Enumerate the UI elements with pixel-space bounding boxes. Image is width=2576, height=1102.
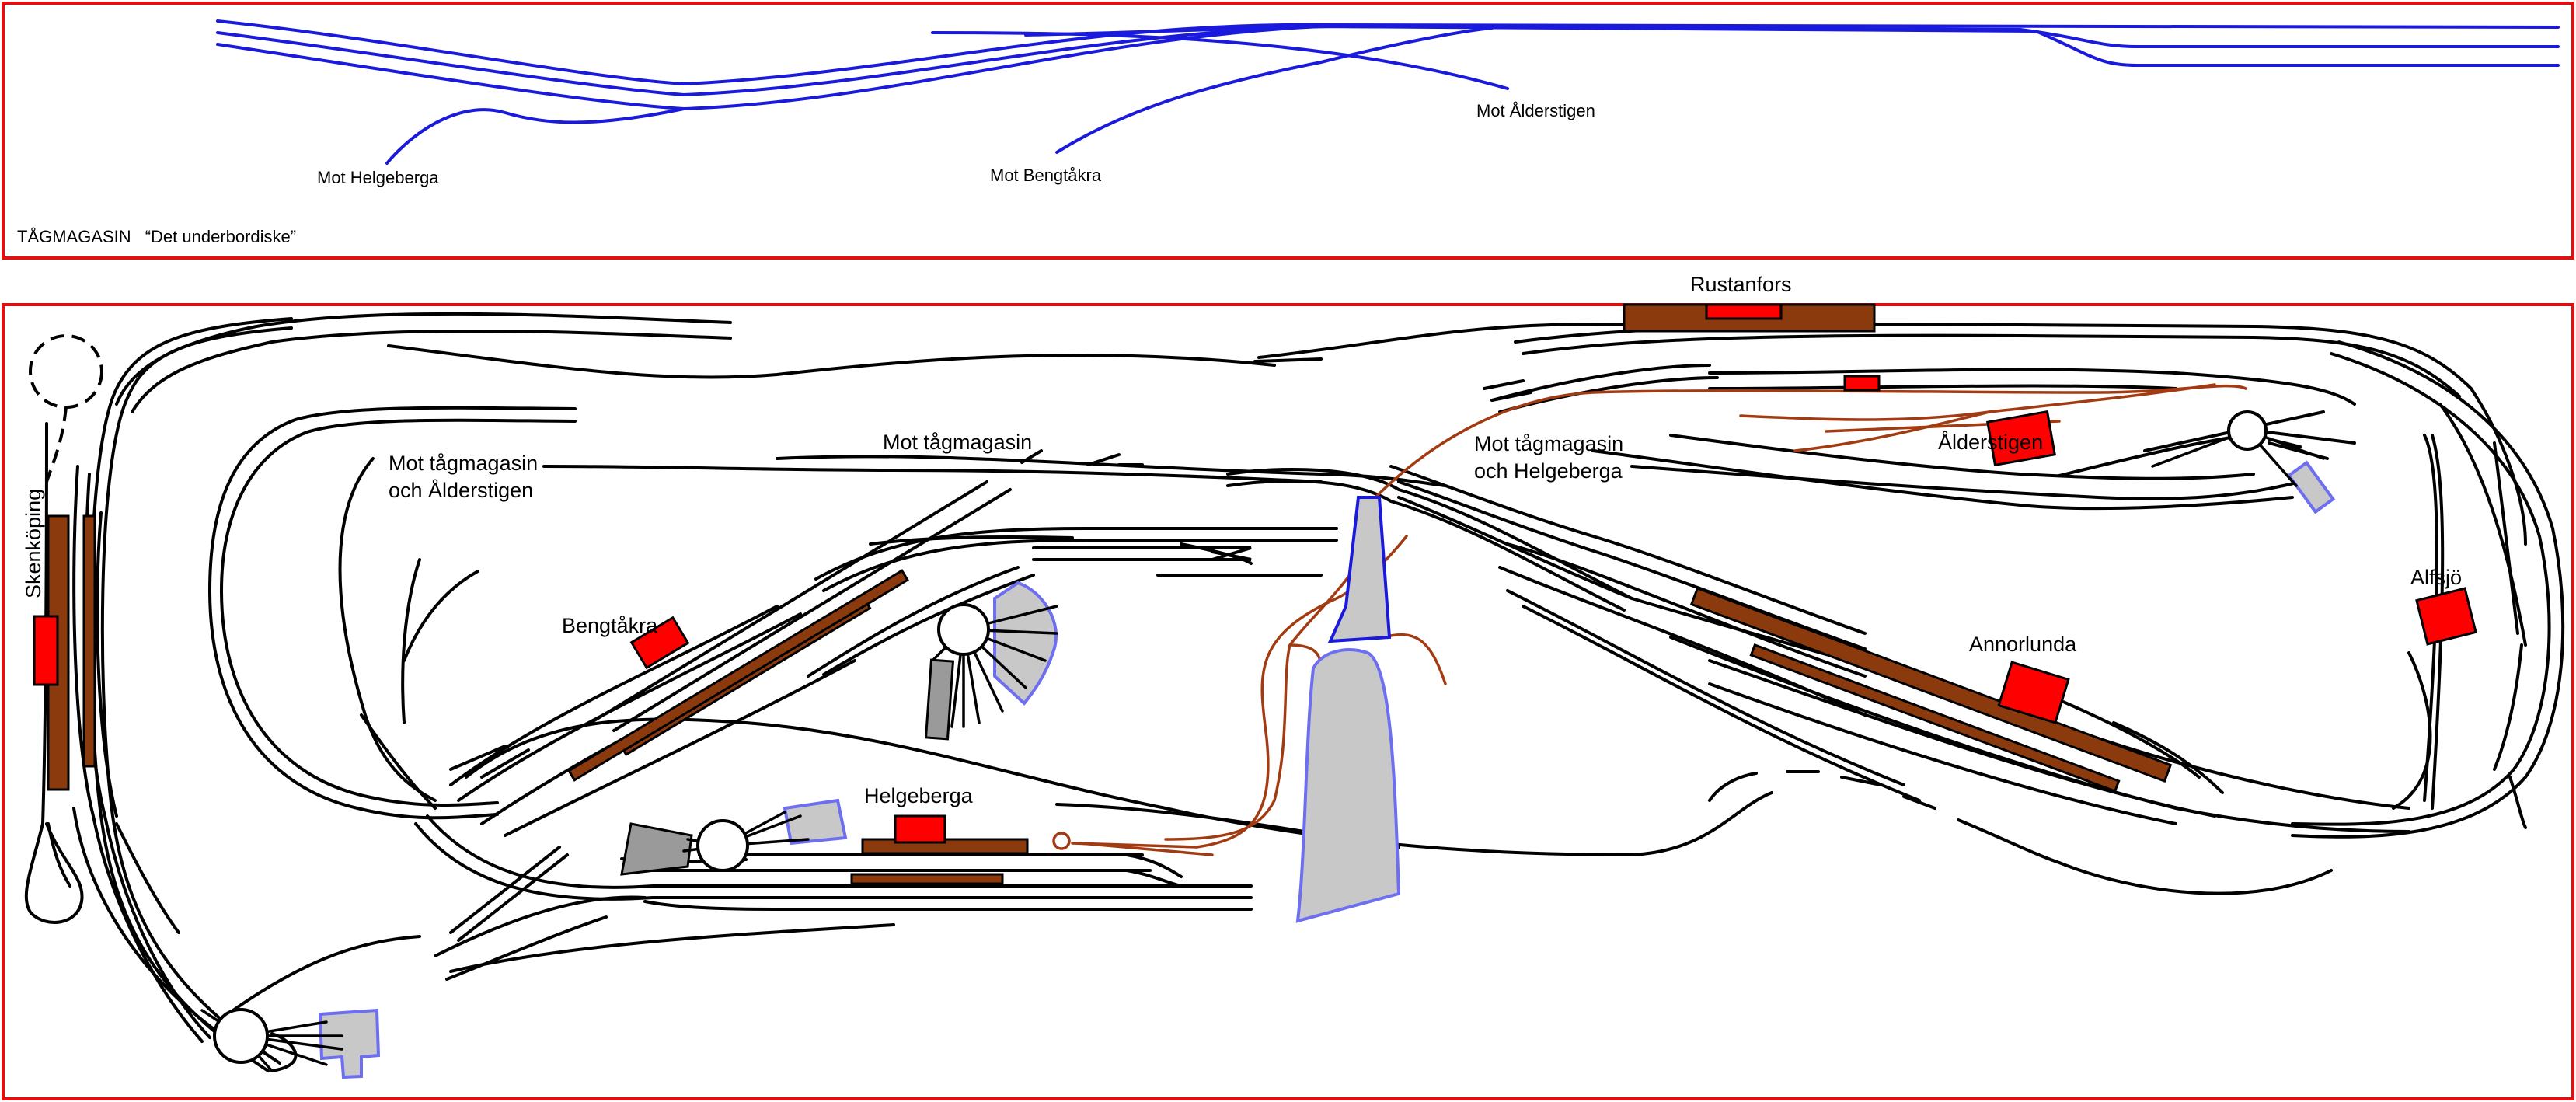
building-helgeberga bbox=[894, 814, 946, 844]
label-bengtakra: Bengtåkra bbox=[562, 614, 658, 637]
turntable-helgeberga-pit bbox=[696, 819, 749, 872]
left-return-loop bbox=[24, 406, 1447, 1072]
label-to-alderstigen: Mot Ålderstigen bbox=[1476, 101, 1595, 120]
label-alderstigen: Ålderstigen bbox=[1938, 430, 2043, 454]
outer-loop-tracks bbox=[89, 312, 2565, 1072]
label-skenkoping: Skenköping bbox=[22, 489, 45, 598]
label-to-storage-alderstigen-1: Mot tågmagasin bbox=[389, 452, 538, 475]
layout-labels: Skenköping Mot tågmagasin och Ålderstige… bbox=[22, 273, 2462, 807]
storage-panel: Mot Ålderstigen Mot Helgeberga Mot Bengt… bbox=[2, 2, 2574, 260]
turntable-helgeberga bbox=[620, 798, 848, 876]
label-to-storage: Mot tågmagasin bbox=[883, 431, 1032, 454]
label-helgeberga: Helgeberga bbox=[864, 784, 974, 807]
bengtakra-tracks bbox=[589, 468, 1633, 732]
storage-tracks bbox=[216, 19, 2560, 165]
narrow-gauge-lines bbox=[1052, 383, 2247, 856]
storage-caption-sub: “Det underbordiske” bbox=[145, 227, 296, 246]
skenkoping-dashed-loop bbox=[29, 334, 103, 483]
annorlunda-tracks bbox=[1389, 465, 2410, 833]
label-rustanfors: Rustanfors bbox=[1690, 273, 1792, 296]
turntable-alderstigen bbox=[2151, 410, 2336, 514]
building-bengtakra bbox=[629, 616, 690, 670]
building-alderstigen bbox=[1985, 410, 2057, 467]
platform-annorlunda-1 bbox=[1689, 586, 2173, 783]
platform-helgeberga-2 bbox=[850, 873, 1004, 885]
alderstigen-tracks bbox=[1253, 357, 2356, 511]
engine-facilities bbox=[200, 410, 2336, 1079]
helgeberga-tracks bbox=[232, 814, 1253, 1012]
storage-caption: TÅGMAGASIN “Det underbordiske” bbox=[17, 227, 296, 246]
turntable-skenkoping-pit bbox=[213, 1008, 269, 1064]
platform-annorlunda-2 bbox=[1749, 643, 2121, 793]
river bbox=[1295, 496, 1401, 923]
turntable-bengtakra-pit bbox=[937, 603, 990, 656]
building-rustanfors-2 bbox=[1843, 375, 1881, 392]
building-skenkoping bbox=[33, 615, 59, 686]
building-alfsjo bbox=[2415, 587, 2477, 646]
label-to-storage-helgeberga-1: Mot tågmagasin bbox=[1474, 432, 1623, 455]
building-rustanfors bbox=[1705, 303, 1783, 320]
storage-panel-frame bbox=[2, 2, 2574, 260]
label-to-helgeberga: Mot Helgeberga bbox=[317, 168, 439, 187]
storage-caption-main: TÅGMAGASIN bbox=[17, 227, 131, 246]
platform-bengtakra-2 bbox=[567, 569, 909, 782]
turntable-bengtakra bbox=[924, 581, 1058, 741]
station-buildings bbox=[33, 303, 2477, 844]
layout-panel-frame bbox=[2, 303, 2574, 1100]
turntable-alderstigen-pit bbox=[2227, 410, 2268, 451]
platform-skenkoping-2 bbox=[82, 514, 96, 768]
label-to-bengtakra: Mot Bengtåkra bbox=[990, 166, 1102, 185]
label-alfsjo: Alfsjö bbox=[2410, 566, 2462, 589]
building-annorlunda bbox=[1997, 661, 2070, 724]
layout-panel: Skenköping Mot tågmagasin och Ålderstige… bbox=[2, 273, 2574, 1100]
turntable-skenkoping bbox=[200, 1008, 381, 1079]
label-to-storage-helgeberga-2: och Helgeberga bbox=[1474, 459, 1623, 483]
label-annorlunda: Annorlunda bbox=[1969, 633, 2077, 656]
label-to-storage-alderstigen-2: och Ålderstigen bbox=[389, 478, 533, 502]
